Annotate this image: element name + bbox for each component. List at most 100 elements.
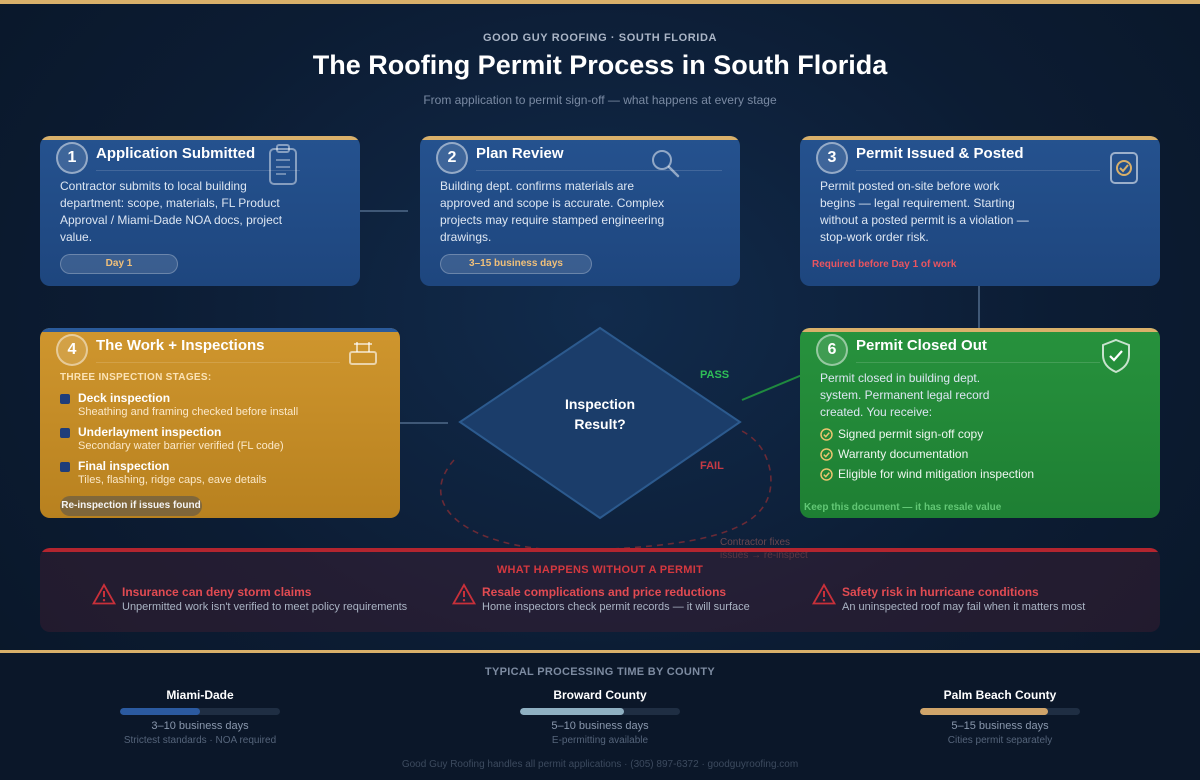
card-cap bbox=[420, 136, 740, 140]
step-requirement-note: Required before Day 1 of work bbox=[812, 259, 957, 270]
fail-note-line-2: issues → re-inspect bbox=[720, 550, 808, 561]
page-title: The Roofing Permit Process in South Flor… bbox=[312, 50, 888, 80]
step-number-badge: 2 bbox=[436, 142, 468, 174]
stage-description: Sheathing and framing checked before ins… bbox=[78, 406, 299, 418]
decision-diamond bbox=[458, 326, 742, 520]
risk-title: Resale complications and price reduction… bbox=[482, 585, 727, 599]
footer-contact: Good Guy Roofing handles all permit appl… bbox=[401, 759, 799, 770]
keep-document-note: Keep this document — it has resale value bbox=[804, 502, 1002, 513]
stage-title: Deck inspection bbox=[78, 391, 171, 405]
step-title: Permit Closed Out bbox=[856, 337, 987, 354]
title-divider bbox=[96, 362, 340, 363]
shield-check-icon bbox=[1100, 338, 1132, 379]
card-cap bbox=[800, 328, 1160, 332]
stage-title: Final inspection bbox=[78, 459, 170, 473]
processing-time-footer: TYPICAL PROCESSING TIME BY COUNTY Miami-… bbox=[0, 650, 1200, 780]
risk-description: An uninspected roof may fail when it mat… bbox=[842, 601, 1086, 613]
county-time: 5–10 business days bbox=[551, 720, 649, 732]
roof-tool-icon bbox=[348, 340, 378, 371]
processing-bar-fill bbox=[920, 708, 1048, 715]
risk-description: Home inspectors check permit records — i… bbox=[482, 601, 750, 613]
connector-1-2 bbox=[360, 210, 408, 212]
pass-arrow-line bbox=[741, 374, 803, 401]
step-number-badge: 6 bbox=[816, 334, 848, 366]
step-title: Permit Issued & Posted bbox=[856, 145, 1024, 162]
pass-label: PASS bbox=[700, 369, 730, 381]
danger-topline bbox=[40, 548, 1160, 552]
fail-loop-note: Contractor fixes issues → re-inspect bbox=[720, 536, 840, 562]
step-number-badge: 4 bbox=[56, 334, 88, 366]
top-accent-bar bbox=[0, 0, 1200, 4]
card-cap bbox=[40, 136, 360, 140]
closeout-item-label: Signed permit sign-off copy bbox=[838, 427, 984, 441]
county-name: Palm Beach County bbox=[943, 688, 1057, 702]
closeout-item: Signed permit sign-off copy bbox=[820, 427, 1120, 443]
fail-loop-path bbox=[440, 429, 772, 552]
clipboard-icon bbox=[268, 144, 298, 191]
title-divider bbox=[856, 170, 1100, 171]
step-description: Building dept. confirms materials are ap… bbox=[440, 179, 665, 244]
processing-bar-track bbox=[120, 708, 280, 715]
step-card-permit-closed: 6 Permit Closed Out Permit closed in bui… bbox=[800, 328, 1160, 518]
county-note: E-permitting available bbox=[551, 735, 649, 746]
footer-accent-line bbox=[0, 650, 1200, 653]
stage-description: Secondary water barrier verified (FL cod… bbox=[78, 440, 284, 452]
step-card-plan-review: 2 Plan Review Building dept. confirms ma… bbox=[420, 136, 740, 286]
closeout-item: Warranty documentation bbox=[820, 447, 1120, 463]
stage-bullet bbox=[60, 462, 70, 472]
step-card-permit-issued: 3 Permit Issued & Posted Permit posted o… bbox=[800, 136, 1160, 286]
closeout-item: Eligible for wind mitigation inspection bbox=[820, 467, 1120, 483]
step-title: The Work + Inspections bbox=[96, 337, 265, 354]
county-miami-dade: Miami-Dade 3–10 business days Strictest … bbox=[100, 688, 300, 746]
county-palm-beach: Palm Beach County 5–15 business days Cit… bbox=[900, 688, 1100, 746]
stage-bullet bbox=[60, 428, 70, 438]
step-number-badge: 3 bbox=[816, 142, 848, 174]
decision-line-1: Inspection bbox=[564, 396, 635, 412]
warning-triangle-icon bbox=[92, 583, 116, 605]
check-circle-icon bbox=[820, 448, 833, 461]
closeout-item-label: Eligible for wind mitigation inspection bbox=[838, 467, 1035, 481]
check-document-icon bbox=[1110, 152, 1138, 189]
stage-description: Tiles, flashing, ridge caps, eave detail… bbox=[78, 474, 267, 486]
title-divider bbox=[476, 170, 722, 171]
county-name: Miami-Dade bbox=[166, 688, 234, 702]
step-card-work-inspections: 4 The Work + Inspections THREE INSPECTIO… bbox=[40, 328, 400, 518]
county-name: Broward County bbox=[553, 688, 647, 702]
step-description: Contractor submits to local building dep… bbox=[60, 179, 283, 244]
card-cap bbox=[800, 136, 1160, 140]
step-description: Permit posted on-site before work begins… bbox=[820, 179, 1029, 244]
risk-description: Unpermitted work isn't verified to meet … bbox=[122, 601, 408, 613]
fail-note-line-1: Contractor fixes bbox=[720, 537, 791, 548]
check-circle-icon bbox=[820, 428, 833, 441]
step-number-badge: 1 bbox=[56, 142, 88, 174]
stage-bullet bbox=[60, 394, 70, 404]
risks-heading: WHAT HAPPENS WITHOUT A PERMIT bbox=[496, 564, 704, 576]
check-circle-icon bbox=[820, 468, 833, 481]
card-cap bbox=[40, 328, 400, 332]
inspection-stages-heading: THREE INSPECTION STAGES: bbox=[60, 372, 212, 383]
title-divider bbox=[96, 170, 300, 171]
title-divider bbox=[856, 362, 1100, 363]
county-time: 3–10 business days bbox=[151, 720, 249, 732]
reinspection-pill: Re-inspection if issues found bbox=[60, 496, 202, 516]
processing-heading: TYPICAL PROCESSING TIME BY COUNTY bbox=[484, 666, 716, 678]
connector-4-decision bbox=[400, 422, 448, 424]
warning-triangle-icon bbox=[812, 583, 836, 605]
processing-bar-track bbox=[520, 708, 680, 715]
magnifier-icon bbox=[650, 148, 680, 183]
step-timing-pill: 3–15 business days bbox=[440, 254, 592, 274]
step-timing-pill: Day 1 bbox=[60, 254, 178, 274]
risk-title: Insurance can deny storm claims bbox=[122, 585, 312, 599]
county-note: Strictest standards · NOA required bbox=[123, 735, 277, 746]
county-time: 5–15 business days bbox=[951, 720, 1049, 732]
processing-bar-fill bbox=[520, 708, 624, 715]
step-title: Application Submitted bbox=[96, 145, 256, 162]
processing-bar-track bbox=[920, 708, 1080, 715]
step-description: Permit closed in building dept. system. … bbox=[820, 371, 990, 419]
brand-label: GOOD GUY ROOFING · SOUTH FLORIDA bbox=[482, 32, 718, 44]
decision-diagram bbox=[440, 326, 803, 552]
county-broward: Broward County 5–10 business days E-perm… bbox=[500, 688, 700, 746]
stage-title: Underlayment inspection bbox=[78, 425, 222, 439]
connector-3-6 bbox=[978, 286, 980, 328]
step-card-application: 1 Application Submitted Contractor submi… bbox=[40, 136, 360, 286]
